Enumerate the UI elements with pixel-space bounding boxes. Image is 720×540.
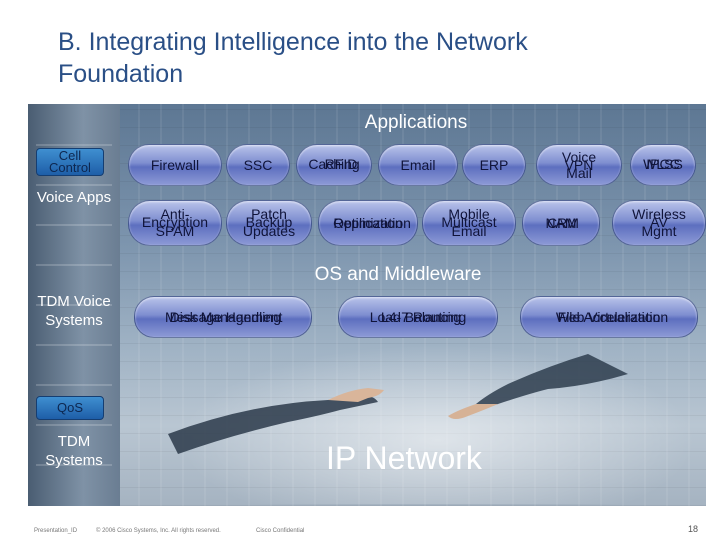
message-handling-label: Message Handling <box>165 309 281 325</box>
footer-presentation-id: Presentation_ID <box>34 528 78 534</box>
cell-control-label: Cell Control <box>49 148 91 175</box>
app-rfid-label: RFID <box>324 156 358 172</box>
middleware-load-routing[interactable]: Load Balancing L4-7 Routing <box>338 296 498 338</box>
app-multicast-label: Multicast <box>441 214 497 230</box>
file-acceleration-label: File Acceleration <box>557 309 661 325</box>
middleware-file-web[interactable]: File Acceleration Web Virtualization <box>520 296 698 338</box>
app-erp[interactable]: ERP <box>462 144 526 186</box>
app-av-label: AV <box>650 214 668 230</box>
footer-confidential: Cisco Confidential <box>256 528 305 534</box>
app-replication-label: Replication <box>333 215 403 231</box>
slide-title-line1: B. Integrating Intelligence into the Net… <box>58 28 528 56</box>
app-nam-label: NAM <box>545 215 577 231</box>
app-encryption-label: Encryption <box>141 214 209 230</box>
app-mobile-label: Mobile <box>448 206 490 222</box>
app-wlss-ipcc[interactable]: WLSS IPCC <box>630 144 696 186</box>
app-mobile-multicast-email[interactable]: Mobile Multicast Email <box>422 200 516 246</box>
page-number: 18 <box>687 524 698 534</box>
tdm-voice-systems-label: TDM Voice Systems <box>37 293 111 329</box>
qos-label: QoS <box>56 400 83 415</box>
app-email[interactable]: Email <box>378 144 458 186</box>
footer-copyright: © 2006 Cisco Systems, Inc. All rights re… <box>96 528 221 534</box>
app-caching-rfid[interactable]: Caching RFID <box>296 144 372 186</box>
reaching-hands-image <box>168 354 628 454</box>
l4-7-routing-label: L4-7 Routing <box>380 309 462 325</box>
app-caching-label: Caching <box>308 156 360 172</box>
app-firewall[interactable]: Firewall <box>128 144 222 186</box>
cell-control-box[interactable]: Cell Control <box>36 148 104 176</box>
load-balancing-label: Load Balancing <box>369 309 467 325</box>
qos-box[interactable]: QoS <box>36 396 104 420</box>
app-firewall-label: Firewall <box>150 157 200 173</box>
app-voice-vpn-mail[interactable]: Voice VPN Mail <box>536 144 622 186</box>
app-nam-crm[interactable]: NAM CRM <box>522 200 600 246</box>
app-patch-backup-updates[interactable]: Patch Backup Updates <box>226 200 312 246</box>
web-virtualization-label: Web Virtualization <box>555 309 669 325</box>
app-vpn-label: VPN <box>564 157 594 173</box>
app-wireless-label: Wireless <box>632 206 686 222</box>
tdm-systems-label: TDM Systems <box>45 433 103 469</box>
app-patch-label: Patch <box>251 206 287 222</box>
app-optimization-label: Optimization <box>333 215 411 231</box>
app-mgmt-label: Mgmt <box>641 223 677 239</box>
app-replication-optimization[interactable]: Replication Optimization <box>318 200 418 246</box>
slide-title-line2: Foundation <box>58 60 184 88</box>
slide-title: B. Integrating Intelligence into the Net… <box>58 26 698 90</box>
app-anti-label: Anti- <box>160 206 190 222</box>
middleware-message-disk[interactable]: Message Handling Disk Management <box>134 296 312 338</box>
os-middleware-label: OS and Middleware <box>314 264 482 285</box>
applications-label: Applications <box>364 112 468 133</box>
app-email2-label: Email <box>451 223 487 239</box>
app-voice-label: Voice <box>561 149 597 165</box>
disk-management-label: Disk Management <box>169 309 283 325</box>
app-backup-label: Backup <box>245 214 293 230</box>
app-spam-label: SPAM <box>155 223 195 239</box>
app-updates-label: Updates <box>242 223 296 239</box>
app-erp-label: ERP <box>479 157 509 173</box>
app-wireless-av-mgmt[interactable]: Wireless AV Mgmt <box>612 200 706 246</box>
app-mail-label: Mail <box>566 165 592 181</box>
app-wlss-label: WLSS <box>643 156 683 172</box>
app-email-label: Email <box>400 157 436 173</box>
voice-apps-label: Voice Apps <box>36 189 112 206</box>
app-anti-spam-encryption[interactable]: Anti- Encryption SPAM <box>128 200 222 246</box>
app-ssc-label: SSC <box>243 157 273 173</box>
app-ipcc-label: IPCC <box>646 156 680 172</box>
ip-network-label: IP Network <box>326 440 482 476</box>
app-ssc[interactable]: SSC <box>226 144 290 186</box>
app-crm-label: CRM <box>547 215 579 231</box>
